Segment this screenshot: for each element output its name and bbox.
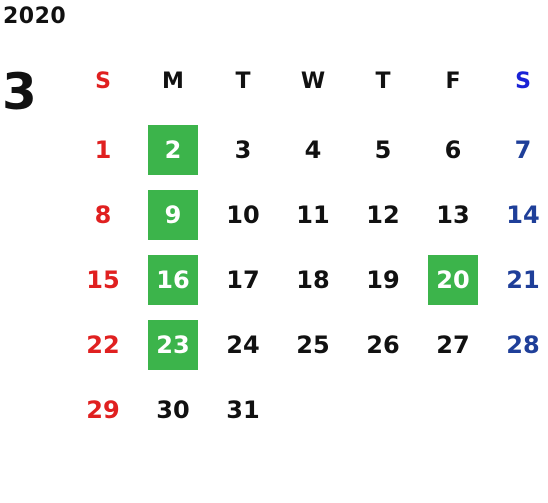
calendar-day: 15 [86, 266, 120, 294]
calendar-day: 1 [94, 136, 112, 164]
calendar-day: 13 [436, 201, 470, 229]
calendar-day: 3 [234, 136, 252, 164]
calendar-day: 22 [86, 331, 120, 359]
weekday-header: S [515, 68, 531, 94]
calendar-day: 29 [86, 396, 120, 424]
calendar-year: 2020 [3, 4, 67, 29]
calendar-day: 14 [506, 201, 540, 229]
calendar-day: 27 [436, 331, 470, 359]
calendar-day-highlighted: 20 [428, 255, 478, 305]
calendar-day: 28 [506, 331, 540, 359]
calendar-day: 7 [514, 136, 532, 164]
calendar-day-highlighted: 23 [148, 320, 198, 370]
calendar-day: 30 [156, 396, 190, 424]
calendar-day: 17 [226, 266, 260, 294]
calendar-day: 10 [226, 201, 260, 229]
calendar-day: 18 [296, 266, 330, 294]
calendar-day: 19 [366, 266, 400, 294]
calendar-day: 25 [296, 331, 330, 359]
calendar-day: 24 [226, 331, 260, 359]
weekday-header: T [375, 68, 391, 94]
calendar-day: 5 [374, 136, 392, 164]
calendar-day-highlighted: 16 [148, 255, 198, 305]
calendar-day: 21 [506, 266, 540, 294]
weekday-header: T [235, 68, 251, 94]
calendar-day: 6 [444, 136, 462, 164]
weekday-header: S [95, 68, 111, 94]
weekday-header: M [162, 68, 184, 94]
calendar-day: 11 [296, 201, 330, 229]
calendar-day: 4 [304, 136, 322, 164]
calendar-day: 26 [366, 331, 400, 359]
calendar-day: 12 [366, 201, 400, 229]
calendar-day: 31 [226, 396, 260, 424]
weekday-header: F [445, 68, 461, 94]
calendar-day: 8 [94, 201, 112, 229]
calendar-day-highlighted: 2 [148, 125, 198, 175]
calendar-day-highlighted: 9 [148, 190, 198, 240]
calendar-month: 3 [2, 63, 37, 121]
weekday-header: W [300, 68, 326, 94]
